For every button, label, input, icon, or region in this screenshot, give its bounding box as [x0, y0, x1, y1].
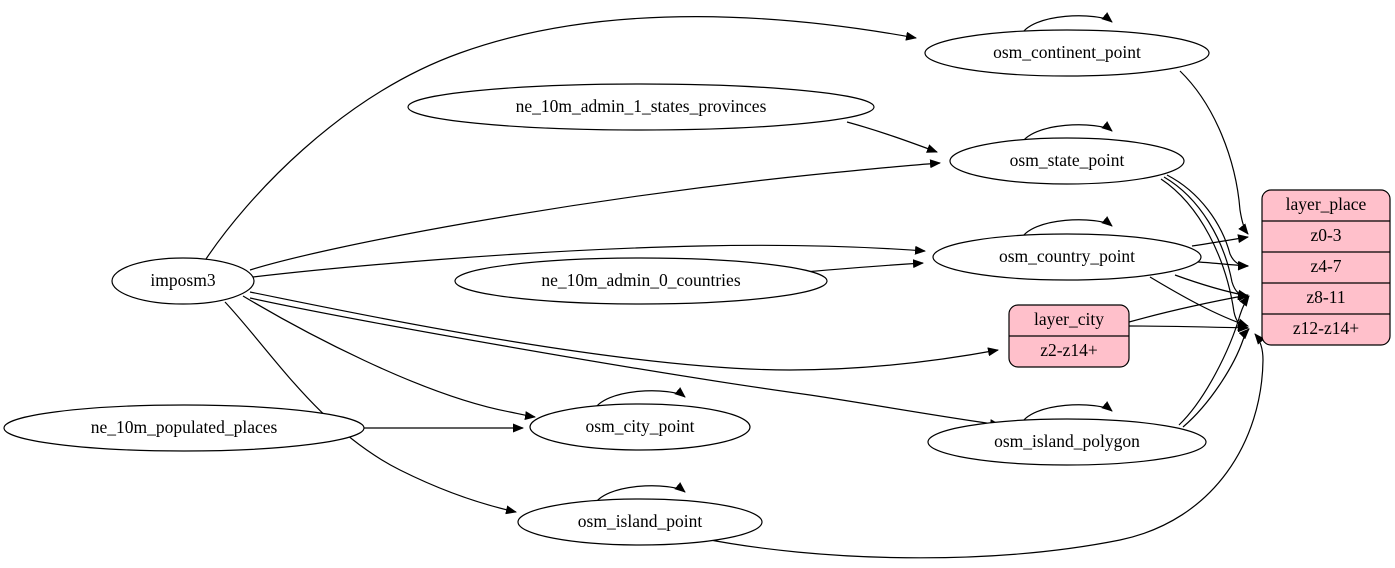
- node-label: imposm3: [150, 270, 215, 290]
- node-osm_country_point[interactable]: osm_country_point: [932, 233, 1202, 281]
- edge-osm_country_point-to-layer_place-z4-7: [1197, 260, 1249, 270]
- edge-imposm3-to-osm_continent_point: [205, 16, 917, 260]
- edge-ne_states-to-osm_state_point: [846, 121, 938, 153]
- edge-osm_country_point-to-layer_place-z0-3: [1191, 234, 1249, 247]
- node-osm_island_point[interactable]: osm_island_point: [517, 498, 763, 546]
- node-osm_state_point[interactable]: osm_state_point: [949, 137, 1185, 185]
- edge-imposm3-to-osm_island_polygon: [249, 297, 1001, 429]
- node-label: ne_10m_admin_1_states_provinces: [516, 96, 767, 116]
- node-label: ne_10m_populated_places: [91, 417, 278, 437]
- node-osm_city_point[interactable]: osm_city_point: [529, 403, 751, 451]
- edge-osm_country_point-to-layer_place-z8-11: [1174, 274, 1249, 299]
- record-header-label: layer_city: [1034, 309, 1104, 329]
- selfloop-osm_continent_point: [1019, 12, 1113, 38]
- record-row-z8-11[interactable]: z8-11: [1306, 287, 1345, 307]
- edge-layer_city-to-layer_place-z8-11: [1128, 292, 1249, 323]
- node-osm_continent_point[interactable]: osm_continent_point: [924, 29, 1210, 77]
- edges-layer: [205, 12, 1265, 559]
- node-label: osm_state_point: [1010, 150, 1125, 170]
- selfloop-osm_island_polygon: [1019, 401, 1113, 427]
- edge-imposm3-to-osm_city_point: [242, 295, 536, 421]
- node-label: osm_country_point: [999, 246, 1135, 266]
- edge-layer_city-to-layer_place-z12: [1128, 323, 1249, 333]
- node-ne_10m_admin_1_states_provinces[interactable]: ne_10m_admin_1_states_provinces: [407, 83, 875, 131]
- edge-osm_island_point-to-layer_place-z12: [699, 333, 1265, 559]
- edge-osm_island_polygon-to-layer_place-z12: [1182, 328, 1250, 428]
- node-layer_city[interactable]: layer_city z2-z14+: [1008, 304, 1130, 368]
- edge-imposm3-to-osm_country_point: [252, 244, 926, 278]
- nodes-layer: imposm3 ne_10m_admin_1_states_provinces …: [3, 29, 1391, 546]
- node-osm_island_polygon[interactable]: osm_island_polygon: [927, 418, 1207, 466]
- node-imposm3[interactable]: imposm3: [111, 257, 255, 305]
- node-ne_10m_admin_0_countries[interactable]: ne_10m_admin_0_countries: [454, 257, 828, 305]
- node-label: osm_city_point: [586, 416, 695, 436]
- edge-osm_state_point-to-layer_place-z8-11: [1163, 176, 1249, 301]
- edge-imposm3-to-osm_state_point: [249, 159, 941, 271]
- edge-ne_countries-to-osm_country_point: [803, 259, 924, 273]
- edge-imposm3-to-layer_city-z2: [249, 291, 999, 371]
- node-label: osm_island_polygon: [994, 431, 1140, 451]
- selfloop-osm_city_point: [592, 387, 686, 413]
- node-layer_place[interactable]: layer_place z0-3 z4-7 z8-11 z12-z14+: [1261, 189, 1391, 346]
- node-label: ne_10m_admin_0_countries: [541, 270, 740, 290]
- record-row-z12-z14[interactable]: z12-z14+: [1293, 318, 1359, 338]
- record-header-label: layer_place: [1286, 194, 1367, 214]
- selfloop-osm_country_point: [1019, 216, 1113, 242]
- edge-osm_island_polygon-to-layer_place-z8-11: [1178, 295, 1250, 426]
- edge-osm_continent_point-to-layer_place-z0-3: [1179, 70, 1249, 235]
- record-row-z0-3[interactable]: z0-3: [1310, 225, 1341, 245]
- node-ne_10m_populated_places[interactable]: ne_10m_populated_places: [3, 404, 365, 452]
- node-label: osm_island_point: [578, 511, 703, 531]
- record-row-z2-z14[interactable]: z2-z14+: [1040, 340, 1098, 360]
- record-row-z4-7[interactable]: z4-7: [1310, 256, 1341, 276]
- edge-imposm3-to-osm_island_point: [224, 301, 517, 515]
- node-label: osm_continent_point: [993, 42, 1141, 62]
